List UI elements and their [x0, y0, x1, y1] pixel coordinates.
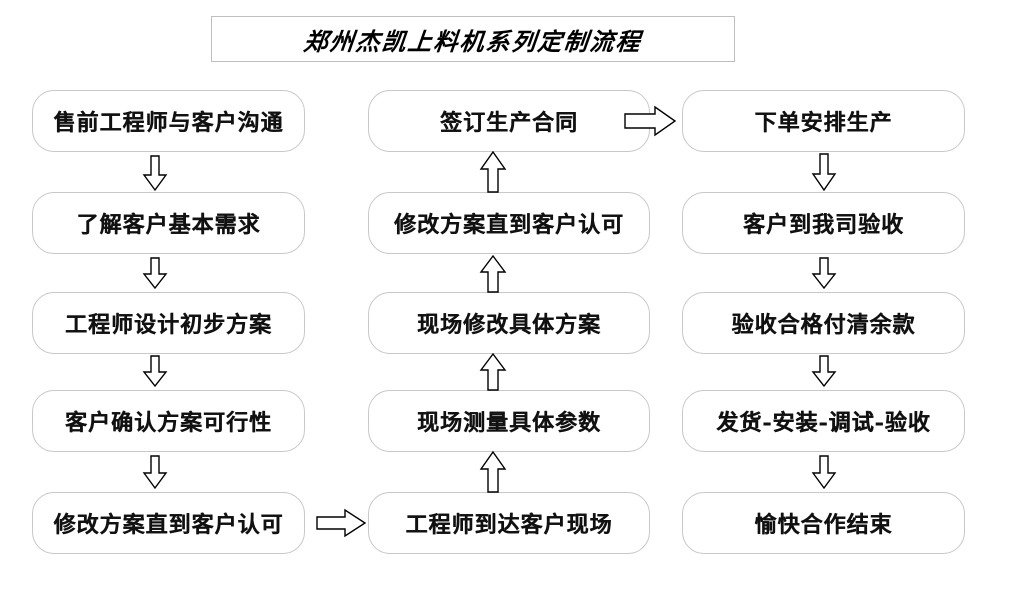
node-label: 工程师设计初步方案	[64, 312, 272, 338]
down-arrow-icon	[140, 455, 170, 498]
node-col3-3[interactable]: 验收合格付清余款	[682, 292, 965, 354]
up-arrow-icon	[478, 150, 508, 194]
node-label: 修改方案直到客户认可	[393, 212, 624, 238]
node-label: 现场修改具体方案	[416, 312, 601, 338]
node-col2-4[interactable]: 现场测量具体参数	[368, 390, 650, 452]
down-arrow-icon	[809, 257, 839, 300]
node-col3-5[interactable]: 愉快合作结束	[682, 492, 965, 554]
right-arrow-icon	[316, 508, 369, 538]
down-arrow-icon	[809, 455, 839, 498]
node-col1-5[interactable]: 修改方案直到客户认可	[32, 492, 305, 554]
node-col2-1[interactable]: 签订生产合同	[368, 90, 650, 152]
chart-title-box: 郑州杰凯上料机系列定制流程	[211, 16, 735, 62]
node-label: 客户到我司验收	[742, 212, 904, 238]
node-label: 客户确认方案可行性	[64, 410, 272, 436]
node-label: 验收合格付清余款	[731, 312, 916, 338]
down-arrow-icon	[140, 355, 170, 398]
node-label: 修改方案直到客户认可	[53, 512, 284, 538]
node-label: 签订生产合同	[439, 110, 578, 136]
node-col2-5[interactable]: 工程师到达客户现场	[368, 492, 650, 554]
node-col1-2[interactable]: 了解客户基本需求	[32, 192, 305, 254]
node-col3-4[interactable]: 发货-安装-调试-验收	[682, 390, 965, 452]
node-label: 了解客户基本需求	[76, 212, 261, 238]
node-label: 下单安排生产	[754, 110, 893, 136]
node-label: 工程师到达客户现场	[405, 512, 613, 538]
node-col1-4[interactable]: 客户确认方案可行性	[32, 390, 305, 452]
down-arrow-icon	[809, 153, 839, 196]
node-label: 愉快合作结束	[754, 512, 893, 538]
down-arrow-icon	[809, 355, 839, 398]
up-arrow-icon	[478, 254, 508, 298]
node-col1-3[interactable]: 工程师设计初步方案	[32, 292, 305, 354]
node-col3-2[interactable]: 客户到我司验收	[682, 192, 965, 254]
down-arrow-icon	[140, 257, 170, 300]
chart-title: 郑州杰凯上料机系列定制流程	[302, 26, 644, 56]
node-col1-1[interactable]: 售前工程师与客户沟通	[32, 90, 305, 152]
node-col3-1[interactable]: 下单安排生产	[682, 90, 965, 152]
node-label: 售前工程师与客户沟通	[53, 110, 284, 136]
node-label: 现场测量具体参数	[416, 410, 601, 436]
node-col2-2[interactable]: 修改方案直到客户认可	[368, 192, 650, 254]
node-label: 发货-安装-调试-验收	[716, 410, 931, 436]
right-arrow-icon	[624, 105, 677, 137]
down-arrow-icon	[140, 155, 170, 198]
up-arrow-icon	[478, 450, 508, 494]
node-col2-3[interactable]: 现场修改具体方案	[368, 292, 650, 354]
up-arrow-icon	[478, 352, 508, 396]
